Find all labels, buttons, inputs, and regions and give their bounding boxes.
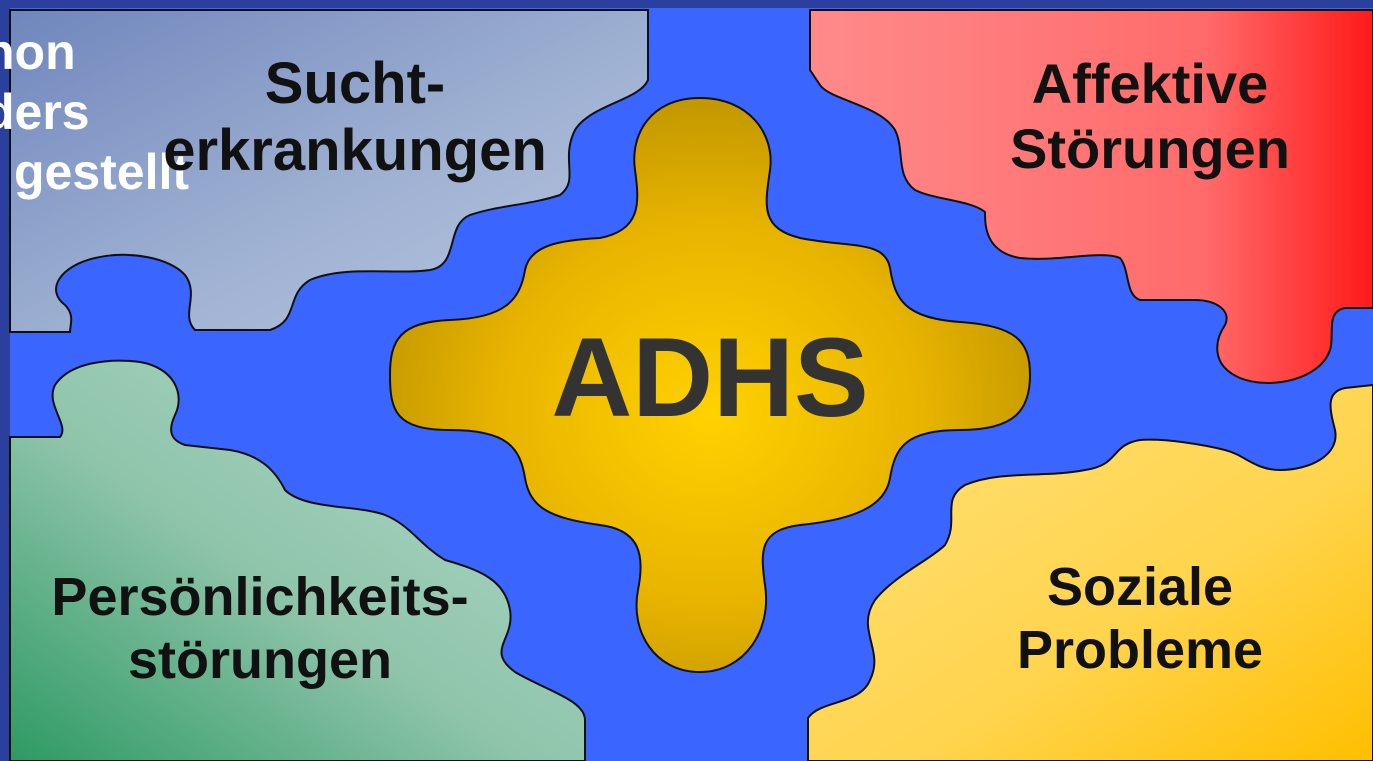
label-adhs: ADHS	[551, 315, 869, 440]
background-text-line2: ders	[0, 84, 90, 140]
label-persoenlichkeitsstoerungen: Persönlichkeits- störungen	[0, 566, 520, 691]
label-adhs-center: ADHS	[500, 322, 920, 434]
piece-center	[388, 96, 1032, 674]
label-suchterkrankungen: Sucht- erkrankungen	[150, 50, 560, 185]
background-text: hon ders gestellt	[0, 22, 189, 202]
piece-top-left	[9, 9, 649, 333]
label-soziale-line2: Probleme	[1016, 619, 1264, 680]
label-affektive-line2: Störungen	[1010, 116, 1290, 180]
label-suchterkrankungen-line1: Sucht-	[264, 51, 446, 116]
label-soziale-line1: Soziale	[1046, 557, 1234, 617]
label-soziale-probleme: Soziale Probleme	[960, 556, 1320, 681]
label-affektive-stoerungen: Affektive Störungen	[960, 52, 1340, 182]
label-affektive-line1: Affektive	[1031, 52, 1269, 115]
label-persoenlichkeit-line2: störungen	[128, 629, 392, 690]
label-persoenlichkeit-line1: Persönlichkeits-	[51, 567, 469, 627]
piece-top-right	[809, 9, 1373, 384]
label-suchterkrankungen-line2: erkrankungen	[163, 118, 547, 184]
piece-bottom-left	[9, 359, 586, 761]
background-text-line1: hon	[0, 24, 76, 80]
piece-bottom-right	[807, 383, 1373, 761]
background-text-line3: gestellt	[14, 144, 190, 200]
